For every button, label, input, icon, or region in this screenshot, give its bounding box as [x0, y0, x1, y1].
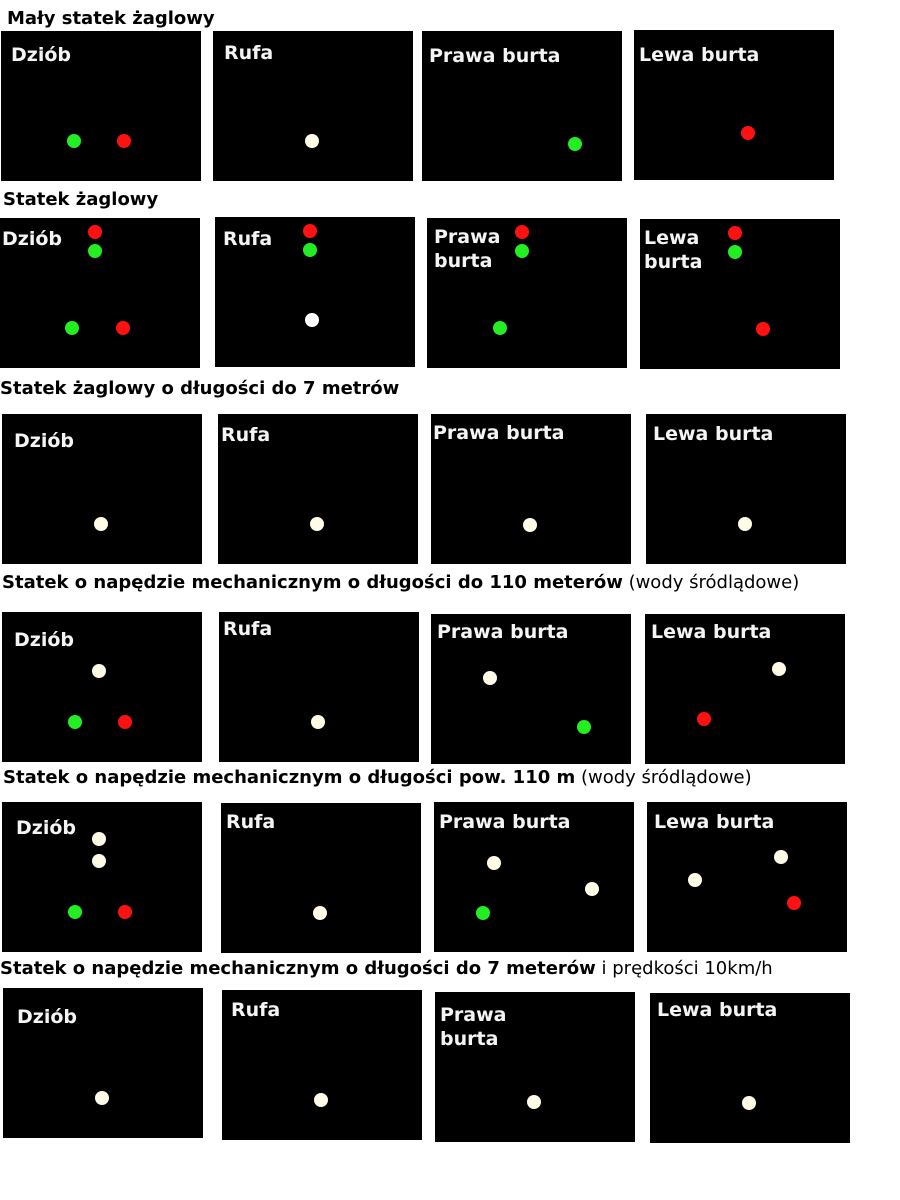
light	[787, 896, 801, 910]
panel-label: Prawa burta	[433, 422, 565, 444]
panel-stern: Rufa	[222, 990, 422, 1140]
light	[313, 906, 327, 920]
light	[88, 225, 102, 239]
panel-port: Lewa burta	[650, 993, 850, 1143]
light	[756, 322, 770, 336]
panel-label: Prawa burta	[439, 811, 571, 833]
light	[310, 517, 324, 531]
light	[117, 134, 131, 148]
panel-label: Lewa burta	[651, 621, 772, 643]
light	[92, 832, 106, 846]
panel-starboard: Prawa burta	[435, 992, 635, 1142]
panel-label: Dziób	[16, 817, 76, 839]
section-title: Mały statek żaglowy	[7, 8, 215, 29]
light	[577, 720, 591, 734]
light	[65, 321, 79, 335]
light	[688, 873, 702, 887]
light	[305, 134, 319, 148]
panel-starboard: Prawa burta	[434, 802, 634, 952]
light	[523, 518, 537, 532]
light	[118, 905, 132, 919]
light	[515, 244, 529, 258]
light	[67, 134, 81, 148]
light	[303, 243, 317, 257]
light	[515, 225, 529, 239]
light	[741, 126, 755, 140]
light	[68, 715, 82, 729]
light	[94, 517, 108, 531]
panel-bow: Dziób	[2, 802, 202, 952]
light	[68, 905, 82, 919]
light	[772, 662, 786, 676]
light	[697, 712, 711, 726]
light	[487, 856, 501, 870]
light	[728, 245, 742, 259]
light	[527, 1095, 541, 1109]
panel-bow: Dziób	[3, 988, 203, 1138]
panel-label: Lewa burta	[644, 227, 703, 273]
light	[742, 1096, 756, 1110]
section-title: Statek o napędzie mechanicznym o długośc…	[2, 572, 800, 593]
panel-port: Lewa burta	[647, 802, 847, 952]
light	[118, 715, 132, 729]
panel-label: Dziób	[11, 44, 71, 66]
light	[493, 321, 507, 335]
panel-label: Lewa burta	[654, 811, 775, 833]
light	[314, 1093, 328, 1107]
panel-label: Dziób	[14, 629, 74, 651]
light	[585, 882, 599, 896]
panel-label: Rufa	[224, 42, 274, 64]
panel-bow: Dziób	[0, 218, 200, 368]
panel-bow: Dziób	[2, 414, 202, 564]
section-title: Statek o napędzie mechanicznym o długośc…	[0, 958, 773, 979]
light	[92, 664, 106, 678]
panel-stern: Rufa	[219, 612, 419, 762]
section-title: Statek żaglowy	[3, 189, 159, 210]
light	[568, 137, 582, 151]
panel-label: Prawa burta	[429, 45, 561, 67]
panel-label: Rufa	[221, 424, 271, 446]
light	[476, 906, 490, 920]
light	[116, 321, 130, 335]
light	[738, 517, 752, 531]
panel-label: Dziób	[17, 1006, 77, 1028]
panel-label: Prawa burta	[437, 621, 569, 643]
panel-label: Rufa	[223, 228, 273, 250]
panel-starboard: Prawa burta	[431, 414, 631, 564]
panel-label: Prawa burta	[440, 1004, 507, 1050]
panel-label: Rufa	[223, 618, 273, 640]
light	[303, 224, 317, 238]
light	[88, 244, 102, 258]
panel-port: Lewa burta	[640, 219, 840, 369]
light	[311, 715, 325, 729]
panel-label: Rufa	[231, 999, 281, 1021]
panel-port: Lewa burta	[634, 30, 834, 180]
light	[305, 313, 319, 327]
light	[728, 226, 742, 240]
panel-bow: Dziób	[2, 612, 202, 762]
section-title: Statek żaglowy o długości do 7 metrów	[0, 378, 400, 399]
light	[92, 854, 106, 868]
panel-label: Dziób	[2, 228, 62, 250]
panel-port: Lewa burta	[645, 614, 845, 764]
panel-label: Lewa burta	[639, 44, 760, 66]
light	[774, 850, 788, 864]
panel-label: Rufa	[226, 811, 276, 833]
light	[95, 1091, 109, 1105]
panel-starboard: Prawa burta	[427, 218, 627, 368]
panel-stern: Rufa	[215, 217, 415, 367]
panel-starboard: Prawa burta	[422, 31, 622, 181]
panel-label: Prawa burta	[434, 226, 501, 272]
light	[483, 671, 497, 685]
panel-label: Lewa burta	[657, 999, 778, 1021]
panel-port: Lewa burta	[646, 414, 846, 564]
panel-starboard: Prawa burta	[431, 614, 631, 764]
panel-label: Lewa burta	[653, 423, 774, 445]
panel-stern: Rufa	[213, 31, 413, 181]
panel-stern: Rufa	[218, 414, 418, 564]
section-title: Statek o napędzie mechanicznym o długośc…	[3, 767, 752, 788]
panel-stern: Rufa	[221, 803, 421, 953]
panel-bow: Dziób	[1, 31, 201, 181]
panel-label: Dziób	[14, 430, 74, 452]
